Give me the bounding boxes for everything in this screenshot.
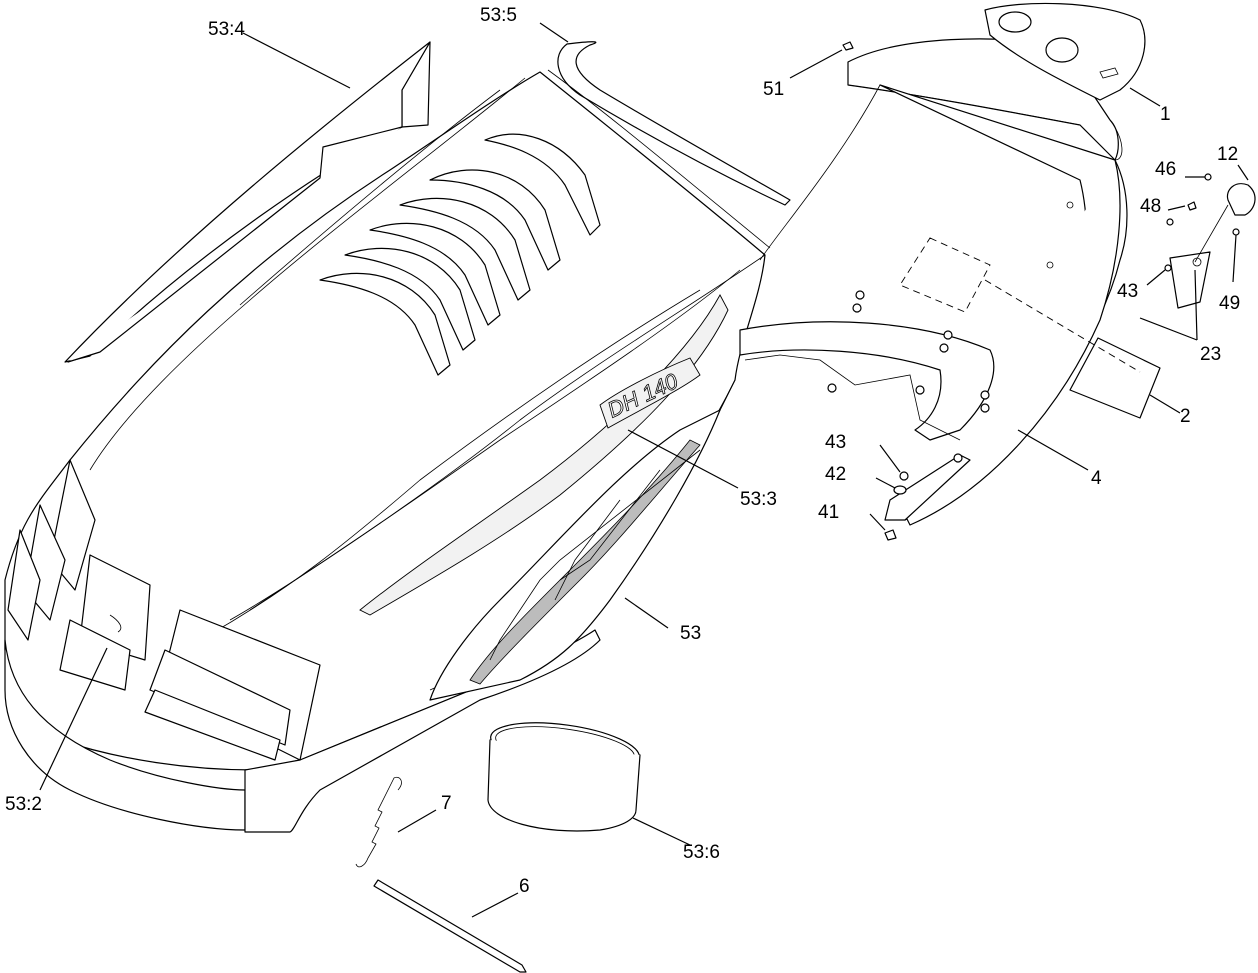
callout-43-lower: 43 xyxy=(825,432,846,453)
hardware-fasteners xyxy=(827,41,1240,541)
hood-front-grille xyxy=(7,459,321,761)
label-part xyxy=(1069,337,1161,419)
callout-53-3: 53:3 xyxy=(740,489,777,510)
callout-48: 48 xyxy=(1140,196,1161,217)
knob-part xyxy=(1226,183,1256,216)
callout-1: 1 xyxy=(1160,104,1171,125)
dash-panel-part xyxy=(739,38,1128,526)
callout-49: 49 xyxy=(1219,293,1240,314)
callout-53-2: 53:2 xyxy=(5,794,42,815)
callout-53-5: 53:5 xyxy=(480,5,517,26)
callout-51: 51 xyxy=(763,79,784,100)
bracket-part xyxy=(1169,204,1229,309)
leader-lines xyxy=(39,22,1249,918)
callout-46: 46 xyxy=(1155,159,1176,180)
label-alignment-line xyxy=(984,279,1141,373)
ring-part xyxy=(487,722,641,832)
callout-7: 7 xyxy=(441,793,452,814)
callout-53: 53 xyxy=(680,623,701,644)
decal-top-stripe-part xyxy=(557,41,791,206)
hood-assembly: DH 140 xyxy=(4,69,771,833)
spring-part xyxy=(355,776,402,868)
decal-side-stripe-part xyxy=(64,41,431,363)
callout-23: 23 xyxy=(1200,344,1221,365)
callout-53-6: 53:6 xyxy=(683,842,720,863)
callout-6: 6 xyxy=(519,876,530,897)
hood-top-vents xyxy=(319,133,601,376)
callout-4: 4 xyxy=(1091,468,1102,489)
callout-labels: 53:4 53:5 51 1 12 46 48 43 49 23 2 4 43 … xyxy=(5,5,1240,897)
label-position-outline xyxy=(899,237,991,313)
callout-42: 42 xyxy=(825,464,846,485)
callout-41: 41 xyxy=(818,502,839,523)
callout-43-upper: 43 xyxy=(1117,281,1138,302)
callout-2: 2 xyxy=(1180,406,1191,427)
top-cover-part xyxy=(984,2,1146,101)
rod-part xyxy=(373,879,527,973)
callout-53-4: 53:4 xyxy=(208,19,245,40)
callout-12: 12 xyxy=(1217,144,1238,165)
